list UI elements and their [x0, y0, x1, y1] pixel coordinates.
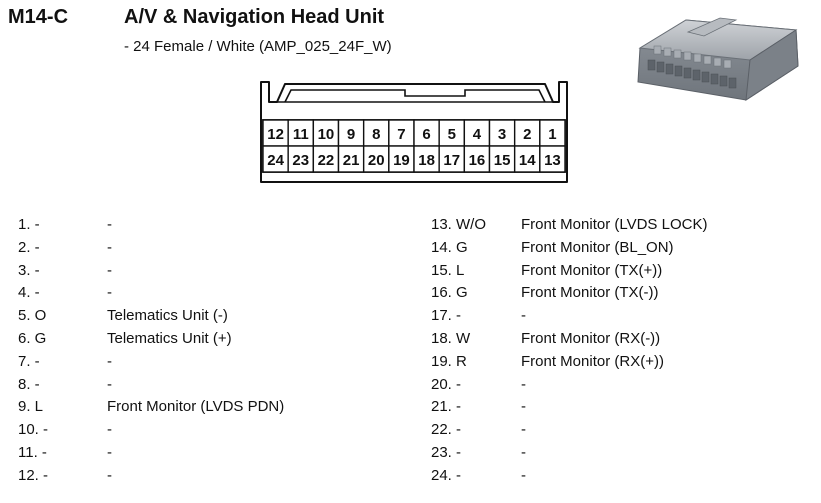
pin-description: Front Monitor (LVDS PDN) [107, 398, 285, 416]
pin-label: 21. - [431, 398, 462, 416]
pin-cell [513, 145, 541, 173]
pin-description: Front Monitor (TX(+)) [521, 261, 663, 279]
pin-description: - [107, 352, 112, 370]
pin-label: 22. - [431, 421, 462, 439]
pin-label: 12. - [18, 466, 49, 484]
pin-number: 21 [343, 152, 360, 169]
pin-description: - [107, 443, 112, 461]
connector-title: A/V & Navigation Head Unit [124, 6, 385, 28]
pin-description: - [107, 466, 112, 484]
pin-label: 4. - [18, 284, 40, 302]
pin-description: - [107, 421, 112, 439]
pin-number: 17 [443, 152, 460, 169]
pin-number: 8 [372, 126, 380, 143]
pin-number: 7 [397, 126, 405, 143]
pin-number: 23 [292, 152, 309, 169]
pin-number: 9 [347, 126, 355, 143]
pin-description: Front Monitor (TX(-)) [521, 284, 659, 302]
pin-description: - [521, 375, 526, 393]
pin-label: 16. G [431, 284, 468, 302]
pin-label: 1. - [18, 216, 40, 233]
pin-label: 10. - [18, 421, 49, 439]
pin-label: 9. L [18, 398, 44, 416]
pin-number: 6 [422, 126, 430, 143]
pin-label: 13. W/O [431, 216, 487, 233]
pin-number: 19 [393, 152, 410, 169]
pin-label: 5. O [18, 307, 47, 325]
pin-label: 15. L [431, 261, 465, 279]
pin-cell [337, 145, 365, 173]
pin-description: - [521, 421, 526, 439]
pin-description: - [107, 375, 112, 393]
pin-description: - [107, 238, 112, 256]
pin-label: 2. - [18, 238, 40, 256]
pin-label: 18. W [431, 329, 471, 347]
pin-number: 13 [544, 152, 561, 169]
connector-latch [284, 89, 546, 103]
pin-number: 22 [318, 152, 335, 169]
pin-number: 12 [267, 126, 284, 143]
pin-cell [463, 119, 491, 147]
pin-label: 19. R [431, 352, 467, 370]
connector-plug-image [637, 17, 799, 101]
pin-number: 11 [293, 126, 309, 143]
pin-number: 18 [418, 152, 435, 169]
pin-label: 3. - [18, 261, 40, 279]
pin-cell [513, 119, 541, 147]
pin-label: 6. G [18, 329, 47, 347]
pin-number: 4 [473, 126, 482, 143]
pin-number: 20 [368, 152, 385, 169]
pin-cell [539, 119, 566, 147]
pin-label: 23. - [431, 443, 462, 461]
pin-number: 16 [469, 152, 486, 169]
pin-description: - [107, 284, 112, 302]
pin-label: 14. G [431, 238, 468, 256]
pin-description: Telematics Unit (-) [107, 307, 228, 325]
pin-description: Front Monitor (LVDS LOCK) [521, 216, 708, 233]
pin-number: 10 [318, 126, 335, 143]
pin-number: 5 [448, 126, 456, 143]
pin-number: 1 [548, 126, 556, 143]
pin-cell [388, 145, 415, 173]
pin-label: 24. - [431, 466, 462, 484]
pin-cell [539, 145, 566, 173]
pin-description: - [107, 216, 112, 233]
pin-description: Front Monitor (BL_ON) [521, 238, 674, 256]
pin-description: - [521, 398, 526, 416]
pin-description: - [521, 466, 526, 484]
pin-cell [488, 145, 516, 173]
pin-description: - [107, 261, 112, 279]
pin-cell [262, 145, 289, 173]
pin-description: Front Monitor (RX(+)) [521, 352, 664, 370]
pin-description: Front Monitor (RX(-)) [521, 329, 661, 347]
connector-code: M14-C [8, 6, 69, 28]
pin-number: 14 [519, 152, 536, 169]
pin-number: 24 [267, 152, 284, 169]
pin-label: 8. - [18, 375, 40, 393]
pin-description: - [521, 307, 526, 325]
pin-description: Telematics Unit (+) [107, 329, 232, 347]
pin-description: - [521, 443, 526, 461]
pin-label: 20. - [431, 375, 462, 393]
pin-label: 11. - [18, 443, 47, 461]
connector-subtitle: - 24 Female / White (AMP_025_24F_W) [124, 38, 392, 55]
pin-number: 3 [498, 126, 506, 143]
pin-label: 7. - [18, 352, 40, 370]
pin-number: 2 [523, 126, 531, 143]
pin-label: 17. - [431, 307, 462, 325]
pin-number: 15 [494, 152, 511, 169]
